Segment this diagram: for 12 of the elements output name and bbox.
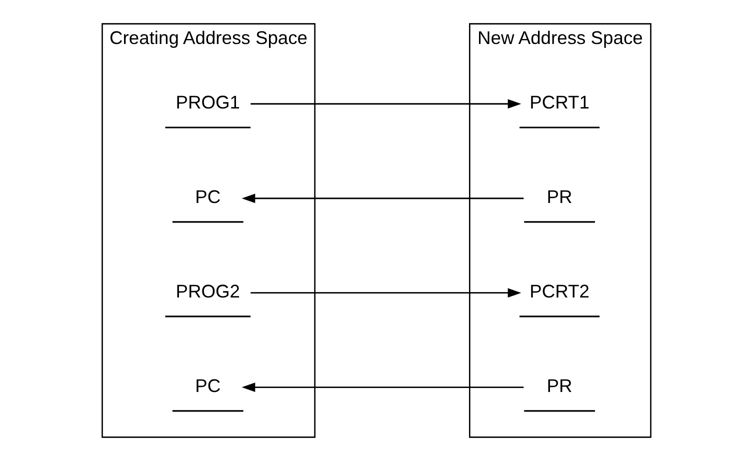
arrow <box>241 382 524 392</box>
node-text: PROG2 <box>175 280 240 302</box>
arrow <box>250 99 521 109</box>
arrow <box>250 288 521 298</box>
node-text: PC <box>194 186 220 208</box>
node-text: PC <box>194 375 220 396</box>
arrow <box>241 194 524 204</box>
node-text: PCRT2 <box>529 280 589 302</box>
node-text: PR <box>546 186 572 208</box>
node-text: PR <box>546 375 572 396</box>
node-text: PCRT1 <box>529 92 589 113</box>
node-text: PROG1 <box>175 92 240 113</box>
